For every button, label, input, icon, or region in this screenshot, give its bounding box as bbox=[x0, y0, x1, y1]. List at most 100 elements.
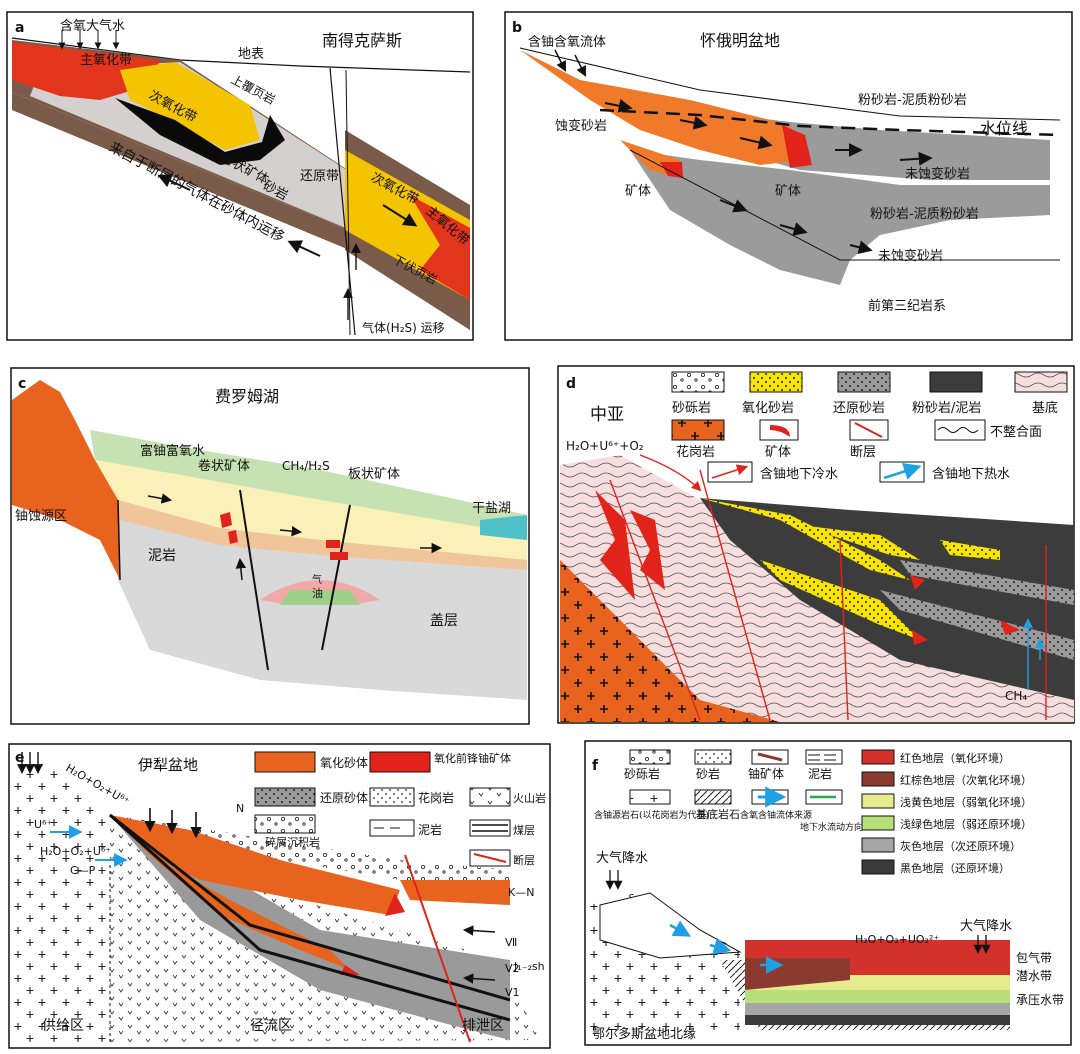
panel-c-title: 费罗姆湖 bbox=[215, 387, 279, 406]
legend-e-coal: 煤层 bbox=[513, 824, 535, 837]
label-e-strata: J₁₋₂sh bbox=[513, 960, 545, 973]
label-e-discharge: 排泄区 bbox=[462, 1018, 504, 1034]
legend-e-volcanic: 火山岩 bbox=[513, 791, 546, 805]
legend-d-mudstone: 粉砂岩/泥岩 bbox=[912, 401, 981, 416]
legend-e-front-ore: 氧化前锋铀矿体 bbox=[434, 751, 511, 765]
panel-e-title: 伊犁盆地 bbox=[138, 756, 198, 774]
panel-f: 砂砾岩 砂岩 铀矿体 泥岩 含铀源岩石(以花岗岩为代表) 基底岩石 含氧含铀流体… bbox=[584, 740, 1072, 1046]
panel-a-title: 南得克萨斯 bbox=[322, 31, 402, 50]
label-gas-small: 气 bbox=[312, 573, 322, 586]
legend-e-mudstone: 泥岩 bbox=[418, 822, 442, 837]
label-f-rain-right: 大气降水 bbox=[960, 918, 1012, 934]
legend-f-ore: 铀矿体 bbox=[748, 767, 784, 781]
legend-f-basement: 基底岩石 bbox=[696, 807, 740, 821]
legend-d-basement: 基底 bbox=[1032, 400, 1058, 416]
legend-e-oxidized: 氧化砂体 bbox=[320, 756, 368, 770]
legend-f-conglomerate: 砂砾岩 bbox=[624, 766, 660, 781]
label-d-formula: H₂O+U⁶⁺+O₂ bbox=[566, 439, 644, 453]
panel-d: 砂砾岩 氧化砂岩 还原砂岩 粉砂岩/泥岩 基底 花岗岩 矿体 断层 不整合面 含… bbox=[557, 365, 1075, 724]
legend-d-fault: 断层 bbox=[850, 445, 876, 460]
label-unaltered-1: 未蚀变砂岩 bbox=[905, 166, 970, 182]
legend-e-reduced: 还原砂体 bbox=[320, 791, 368, 805]
legend-e-clastic: 碎屑沉积岩 bbox=[265, 835, 320, 849]
legend-f-mudstone: 泥岩 bbox=[808, 766, 832, 781]
label-source: 铀蚀源区 bbox=[15, 509, 67, 524]
label-f-formula: H₂O+O₂+UO₂²⁺ bbox=[855, 933, 939, 946]
panel-b-title: 怀俄明盆地 bbox=[700, 31, 780, 50]
label-reduction: 还原带 bbox=[300, 169, 339, 184]
label-fluid: 含铀含氧流体 bbox=[528, 34, 606, 50]
label-unaltered-2: 未蚀变砂岩 bbox=[878, 248, 943, 264]
label-e-roman-v1: Ⅴ1 bbox=[505, 986, 520, 999]
legend-f-swatch-grey bbox=[861, 837, 895, 853]
legend-f-fluid: 含氧含铀流体来源 bbox=[740, 809, 812, 821]
label-f-zone-vadose: 包气带 bbox=[1016, 950, 1052, 965]
label-e-supply: 供给区 bbox=[42, 1018, 84, 1034]
legend-f-redbrown: 红棕色地层（次氧化环境） bbox=[900, 773, 1032, 787]
panel-a: a 含氧大气水 南得克萨斯 地表 主氧化带 上覆页岩 次氧化带 卷状矿体 还原带… bbox=[6, 11, 474, 341]
legend-e-fault: 断层 bbox=[513, 853, 535, 867]
legend-d-ore: 矿体 bbox=[765, 445, 791, 460]
legend-f-grey: 灰色地层（次还原环境） bbox=[900, 839, 1021, 853]
label-ore-1: 矿体 bbox=[625, 184, 651, 199]
label-e-runoff: 径流区 bbox=[250, 1018, 292, 1034]
legend-f-source: 含铀源岩石(以花岗岩为代表) bbox=[594, 809, 709, 821]
legend-f-black: 黑色地层（还原环境） bbox=[900, 861, 1010, 875]
label-siltstone-2: 粉砂岩-泥质粉砂岩 bbox=[870, 207, 979, 222]
panel-c: c 费罗姆湖 富铀富氧水 卷状矿体 CH₄/H₂S 板状矿体 铀蚀源区 干盐湖 … bbox=[10, 367, 530, 725]
legend-f-swatch-palegreen bbox=[861, 815, 895, 831]
panel-e: 氧化砂体 氧化前锋铀矿体 还原砂体 花岗岩 火山岩 碎屑沉积岩 泥岩 煤层 断层… bbox=[8, 743, 551, 1049]
label-dry-lake: 干盐湖 bbox=[472, 501, 511, 516]
panel-b-letter: b bbox=[512, 20, 522, 36]
legend-f-swatch-paleyellow bbox=[861, 793, 895, 809]
legend-d-granite: 花岗岩 bbox=[676, 444, 715, 460]
panel-a-letter: a bbox=[15, 20, 24, 36]
legend-d-hot-water: 含铀地下热水 bbox=[932, 466, 1010, 482]
label-siltstone-1: 粉砂岩-泥质粉砂岩 bbox=[858, 93, 967, 108]
label-f-rain-left: 大气降水 bbox=[596, 850, 648, 866]
panel-f-title: 鄂尔多斯盆地北缘 bbox=[592, 1026, 696, 1042]
legend-f-flow: 地下水流动方向 bbox=[800, 821, 863, 833]
label-surface: 地表 bbox=[238, 47, 264, 62]
label-e-roman-v2: Ⅴ2 bbox=[505, 962, 520, 975]
panel-d-letter: d bbox=[566, 376, 576, 392]
label-tabular-ore: 板状矿体 bbox=[348, 467, 400, 482]
panel-b: b 含铀含氧流体 怀俄明盆地 蚀变砂岩 粉砂岩-泥质粉砂岩 水位线 矿体 矿体 … bbox=[504, 11, 1073, 341]
label-roll-ore-c: 卷状矿体 bbox=[198, 458, 250, 474]
label-e-north: N bbox=[236, 802, 244, 815]
label-oxygen-water: 含氧大气水 bbox=[60, 18, 125, 34]
label-gas: CH₄/H₂S bbox=[282, 459, 330, 473]
label-e-formula-left: H₂O+O₂+U⁶⁺ bbox=[40, 845, 111, 858]
label-cap: 盖层 bbox=[430, 613, 458, 629]
legend-f-paleyellow: 浅黄色地层（弱氧化环境） bbox=[900, 795, 1032, 809]
panel-c-letter: c bbox=[18, 376, 26, 392]
label-e-roman-7: Ⅶ bbox=[505, 936, 517, 949]
label-f-zone-confined: 承压水带 bbox=[1016, 993, 1064, 1007]
label-gas-migration: 气体(H₂S) 运移 bbox=[362, 320, 445, 335]
legend-f-swatch-red bbox=[861, 749, 895, 765]
legend-f-sandstone: 砂岩 bbox=[696, 766, 720, 781]
label-oil: 油 bbox=[312, 586, 323, 600]
label-ore-2: 矿体 bbox=[775, 184, 801, 199]
label-d-ch4: CH₄ bbox=[1005, 689, 1027, 703]
label-water: 富铀富氧水 bbox=[140, 443, 205, 459]
label-f-zone-phreatic: 潜水带 bbox=[1016, 969, 1052, 983]
legend-d-reduced-sand: 还原砂岩 bbox=[833, 401, 885, 416]
legend-d-conglomerate: 砂砾岩 bbox=[672, 401, 711, 416]
legend-d-oxidized-sand: 氧化砂岩 bbox=[742, 401, 794, 416]
legend-d-cold-water: 含铀地下冷水 bbox=[760, 466, 838, 482]
label-e-kn: K—N bbox=[508, 886, 534, 899]
panel-d-title: 中亚 bbox=[590, 405, 624, 425]
legend-f-palegreen: 浅绿色地层（弱还原环境） bbox=[900, 817, 1032, 831]
legend-e-granite: 花岗岩 bbox=[418, 790, 454, 805]
panel-e-letter: e bbox=[15, 750, 25, 766]
legend-f-red: 红色地层（氧化环境） bbox=[900, 751, 1010, 765]
label-water-table: 水位线 bbox=[980, 119, 1028, 138]
label-main-oxidation: 主氧化带 bbox=[80, 53, 132, 68]
panel-f-letter: f bbox=[592, 758, 599, 774]
legend-f-swatch-redbrown bbox=[861, 771, 895, 787]
legend-d-unconformity: 不整合面 bbox=[990, 425, 1042, 440]
label-altered: 蚀变砂岩 bbox=[555, 118, 607, 134]
label-e-cp: C—P bbox=[70, 864, 96, 877]
